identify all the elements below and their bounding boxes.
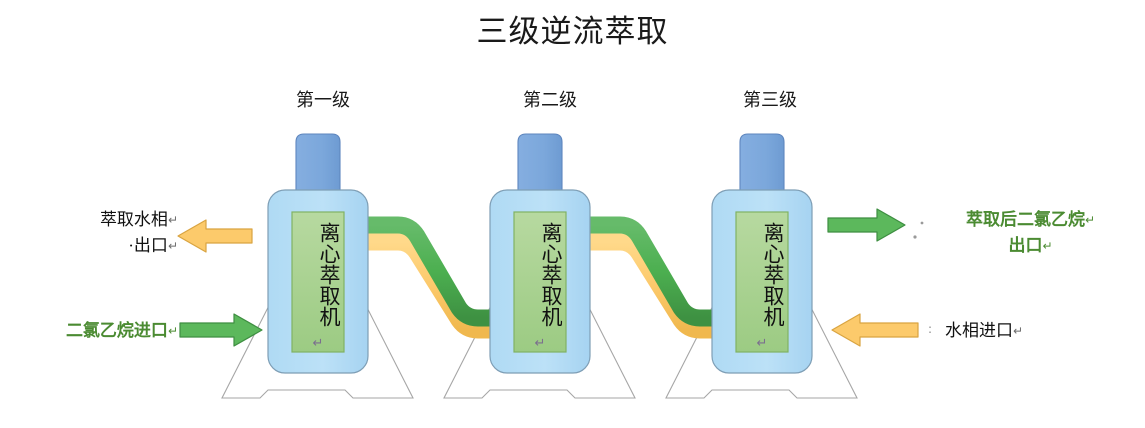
unit-2-label: 离心萃取机	[539, 221, 563, 327]
unit-1-neck	[295, 133, 341, 197]
pilcrow-mark: ↵	[167, 239, 178, 253]
stand-2	[443, 279, 636, 399]
stage-label-3: 第三级	[743, 90, 797, 110]
arrow-left-orange-icon-right	[831, 313, 919, 347]
label-dce-inlet: 二氯乙烷进口↵	[12, 318, 178, 344]
label-extracted-dce-outlet: 萃取后二氯乙烷↵ 出口↵	[928, 207, 1133, 259]
label-aqueous-inlet: 水相进口↵	[945, 318, 1135, 344]
label-aqueous-inlet-text: 水相进口	[945, 321, 1013, 340]
unit-3-label: 离心萃取机	[761, 221, 785, 327]
stray-dot-1	[913, 235, 917, 239]
unit-1-mark: ↵	[312, 336, 324, 351]
unit-3-mark: ↵	[756, 336, 768, 351]
unit-2-mark: ↵	[534, 336, 546, 351]
pilcrow-mark: ↵	[167, 213, 178, 227]
extractor-unit-3[interactable]	[711, 133, 813, 374]
unit-3-neck	[739, 133, 785, 197]
stage-label-1: 第一级	[296, 90, 350, 110]
arrow-group	[177, 208, 919, 347]
label-dce-inlet-text: 二氯乙烷进口	[65, 321, 168, 340]
stray-dot-2	[920, 221, 924, 225]
pilcrow-mark: ↵	[1084, 213, 1096, 227]
extractor-unit-1[interactable]	[267, 133, 369, 374]
stand-1	[221, 279, 414, 399]
arrow-right-green-icon-right	[827, 208, 906, 242]
unit-3-inner-panel	[735, 211, 789, 353]
pipe-green-cross-2-3	[575, 216, 726, 327]
arrow-left-orange-icon	[177, 219, 253, 253]
label-extracted-dce-outlet-line1: 萃取后二氯乙烷	[965, 210, 1085, 229]
unit-2-neck	[517, 133, 563, 197]
pipe-green-cross-1-2	[353, 216, 504, 327]
extractor-units	[267, 133, 813, 374]
extractor-unit-2[interactable]	[489, 133, 591, 374]
stage-label-2: 第二级	[523, 90, 577, 110]
arrow-right-green-icon-left	[179, 313, 263, 347]
pilcrow-mark: ↵	[1042, 239, 1053, 253]
unit-2-inner-panel	[513, 211, 567, 353]
unit-1-label: 离心萃取机	[317, 221, 341, 327]
label-aqueous-outlet-line1: 萃取水相	[99, 210, 168, 229]
label-aqueous-outlet: 萃取水相↵ ·出口↵	[60, 207, 178, 259]
page-title: 三级逆流萃取	[476, 14, 669, 49]
colon-mark-right: :	[928, 322, 933, 336]
label-extracted-dce-outlet-line2: 出口	[1008, 236, 1043, 255]
pilcrow-mark: ↵	[167, 324, 178, 338]
stand-3	[665, 279, 858, 399]
unit-1-inner-panel	[291, 211, 345, 353]
label-aqueous-outlet-line2: ·出口	[128, 236, 168, 255]
stand-group	[221, 279, 858, 399]
pilcrow-mark: ↵	[1013, 324, 1024, 338]
